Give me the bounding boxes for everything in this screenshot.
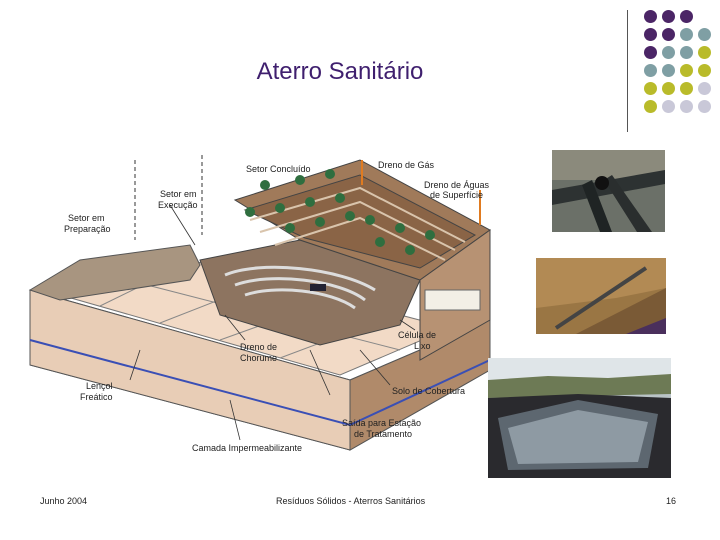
label-lencol-2: Freático xyxy=(80,392,113,402)
label-celula-lixo-1: Célula de xyxy=(398,330,436,340)
label-setor-preparacao-2: Preparação xyxy=(64,224,111,234)
label-setor-execucao-1: Setor em xyxy=(160,189,197,199)
label-saida-1: Saída para Estação xyxy=(342,418,421,428)
footer-subject: Resíduos Sólidos - Aterros Sanitários xyxy=(276,496,425,506)
photo-gas-pipes xyxy=(552,150,665,232)
label-setor-concluido: Setor Concluído xyxy=(246,164,311,174)
label-lencol-1: Lençol xyxy=(86,381,113,391)
label-dreno-chorume-1: Dreno de xyxy=(240,342,277,352)
label-celula-lixo-2: Lixo xyxy=(414,341,431,351)
label-dreno-gas: Dreno de Gás xyxy=(378,160,434,170)
label-setor-preparacao-1: Setor em xyxy=(68,213,105,223)
footer-date: Junho 2004 xyxy=(40,496,87,506)
label-dreno-aguas-2: de Superfície xyxy=(430,190,483,200)
photo-lined-cell xyxy=(488,358,671,478)
decorative-divider xyxy=(627,10,628,132)
label-saida-2: de Tratamento xyxy=(354,429,412,439)
label-dreno-aguas-1: Dreno de Águas xyxy=(424,180,489,190)
slide-title: Aterro Sanitário xyxy=(200,58,480,86)
photo-drainage-trench xyxy=(536,258,666,334)
label-camada-impermeabilizante: Camada Impermeabilizante xyxy=(192,443,302,453)
decorative-dot-grid xyxy=(638,10,720,120)
label-setor-execucao-2: Execução xyxy=(158,200,198,210)
page-number: 16 xyxy=(666,496,676,506)
label-dreno-chorume-2: Chorume xyxy=(240,353,277,363)
label-solo-cobertura: Solo de Cobertura xyxy=(392,386,465,396)
landfill-diagram xyxy=(20,150,500,460)
